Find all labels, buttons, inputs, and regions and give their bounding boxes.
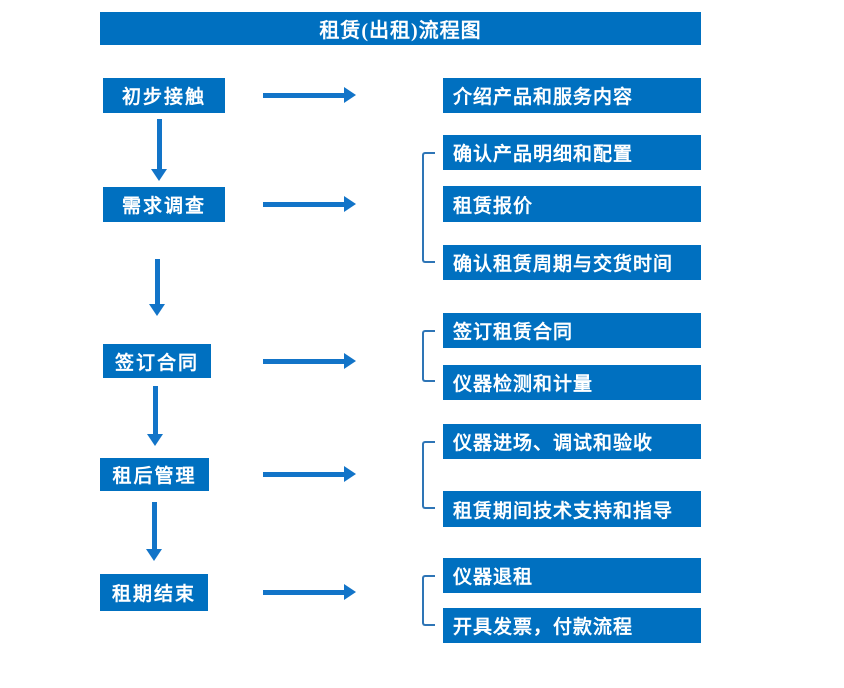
arrow-shaft bbox=[263, 471, 346, 477]
arrow-right-icon bbox=[263, 466, 356, 482]
arrow-down-icon bbox=[149, 259, 165, 316]
flowchart-title: 租赁(出租)流程图 bbox=[100, 12, 701, 45]
group-bracket-icon bbox=[422, 575, 435, 626]
step-box-rental-end: 租期结束 bbox=[100, 574, 208, 611]
arrow-shaft bbox=[154, 259, 160, 306]
step-box-sign-contract: 签订合同 bbox=[103, 344, 211, 378]
arrow-down-icon bbox=[151, 119, 167, 181]
arrow-head bbox=[344, 353, 356, 369]
detail-box-introduce-products: 介绍产品和服务内容 bbox=[443, 78, 701, 113]
arrow-shaft bbox=[263, 358, 346, 364]
detail-box-sign-rental-contract: 签订租赁合同 bbox=[443, 313, 701, 348]
arrow-down-icon bbox=[147, 386, 163, 446]
arrow-shaft bbox=[263, 92, 346, 98]
step-box-demand-survey: 需求调查 bbox=[103, 187, 225, 222]
arrow-head bbox=[344, 87, 356, 103]
step-box-post-rental-management: 租后管理 bbox=[100, 458, 209, 491]
arrow-shaft bbox=[263, 589, 346, 595]
detail-box-confirm-product-details: 确认产品明细和配置 bbox=[443, 135, 701, 170]
arrow-shaft bbox=[151, 502, 157, 551]
arrow-head bbox=[146, 549, 162, 561]
detail-box-instrument-setup-acceptance: 仪器进场、调试和验收 bbox=[443, 424, 701, 459]
arrow-right-icon bbox=[263, 196, 356, 212]
step-box-initial-contact: 初步接触 bbox=[103, 78, 225, 113]
group-bracket-icon bbox=[422, 441, 435, 509]
arrow-head bbox=[344, 584, 356, 600]
detail-box-confirm-rental-period: 确认租赁周期与交货时间 bbox=[443, 245, 701, 280]
arrow-shaft bbox=[156, 119, 162, 171]
arrow-head bbox=[147, 434, 163, 446]
arrow-down-icon bbox=[146, 502, 162, 561]
arrow-right-icon bbox=[263, 584, 356, 600]
detail-box-technical-support: 租赁期间技术支持和指导 bbox=[443, 491, 701, 527]
arrow-head bbox=[149, 304, 165, 316]
detail-box-rental-quote: 租赁报价 bbox=[443, 186, 701, 222]
detail-box-instrument-return: 仪器退租 bbox=[443, 558, 701, 593]
arrow-head bbox=[151, 169, 167, 181]
group-bracket-icon bbox=[422, 330, 435, 382]
arrow-shaft bbox=[263, 201, 346, 207]
arrow-shaft bbox=[152, 386, 158, 436]
group-bracket-icon bbox=[422, 152, 435, 263]
detail-box-instrument-inspection: 仪器检测和计量 bbox=[443, 365, 701, 400]
detail-box-invoice-payment: 开具发票，付款流程 bbox=[443, 608, 701, 643]
arrow-right-icon bbox=[263, 87, 356, 103]
arrow-head bbox=[344, 196, 356, 212]
arrow-right-icon bbox=[263, 353, 356, 369]
arrow-head bbox=[344, 466, 356, 482]
